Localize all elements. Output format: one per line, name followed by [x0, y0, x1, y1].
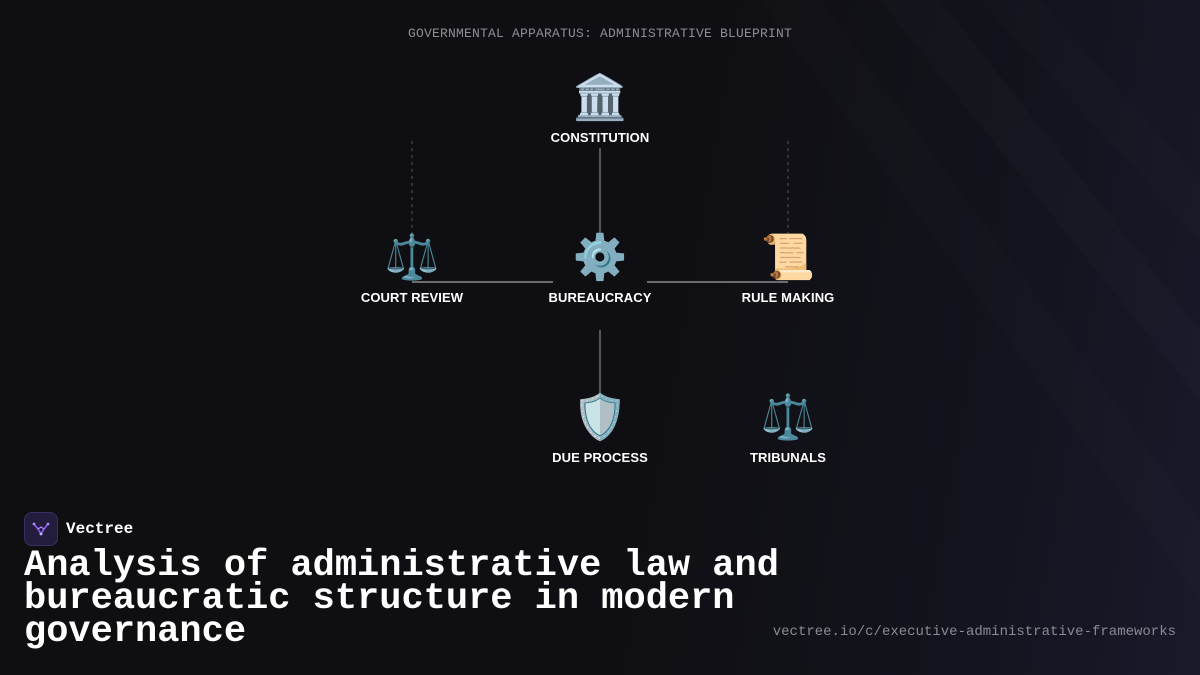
balance-scale-icon: ⚖️: [760, 392, 816, 443]
diagram-title: GOVERNMENTAL APPARATUS: ADMINISTRATIVE B…: [407, 26, 793, 41]
shield-icon: 🛡️: [572, 392, 628, 443]
node-label-tribunals: TRIBUNALS: [749, 450, 826, 465]
node-court-review[interactable]: ⚖️ COURT REVIEW: [332, 232, 492, 305]
node-label-constitution: CONSTITUTION: [550, 130, 650, 145]
brand-name: Vectree: [66, 520, 134, 538]
vectree-logo-icon: [24, 512, 58, 546]
node-rule-making[interactable]: 📜 RULE MAKING: [708, 232, 868, 305]
balance-scale-icon: ⚖️: [384, 232, 440, 283]
source-url[interactable]: vectree.io/c/executive-administrative-fr…: [772, 624, 1176, 640]
page-headline: Analysis of administrative law and burea…: [24, 545, 779, 653]
node-label-court-review: COURT REVIEW: [360, 290, 464, 305]
node-label-due-process: DUE PROCESS: [552, 450, 648, 465]
brand[interactable]: Vectree: [24, 512, 133, 546]
gear-icon: ⚙️: [572, 232, 628, 283]
node-bureaucracy[interactable]: ⚙️ BUREAUCRACY: [520, 232, 680, 305]
node-label-rule-making: RULE MAKING: [741, 290, 835, 305]
classical-building-icon: 🏛️: [572, 72, 628, 123]
node-constitution[interactable]: 🏛️ CONSTITUTION: [520, 72, 680, 145]
node-label-bureaucracy: BUREAUCRACY: [548, 290, 652, 305]
node-tribunals[interactable]: ⚖️ TRIBUNALS: [708, 392, 868, 465]
node-due-process[interactable]: 🛡️ DUE PROCESS: [520, 392, 680, 465]
scroll-icon: 📜: [760, 232, 816, 283]
